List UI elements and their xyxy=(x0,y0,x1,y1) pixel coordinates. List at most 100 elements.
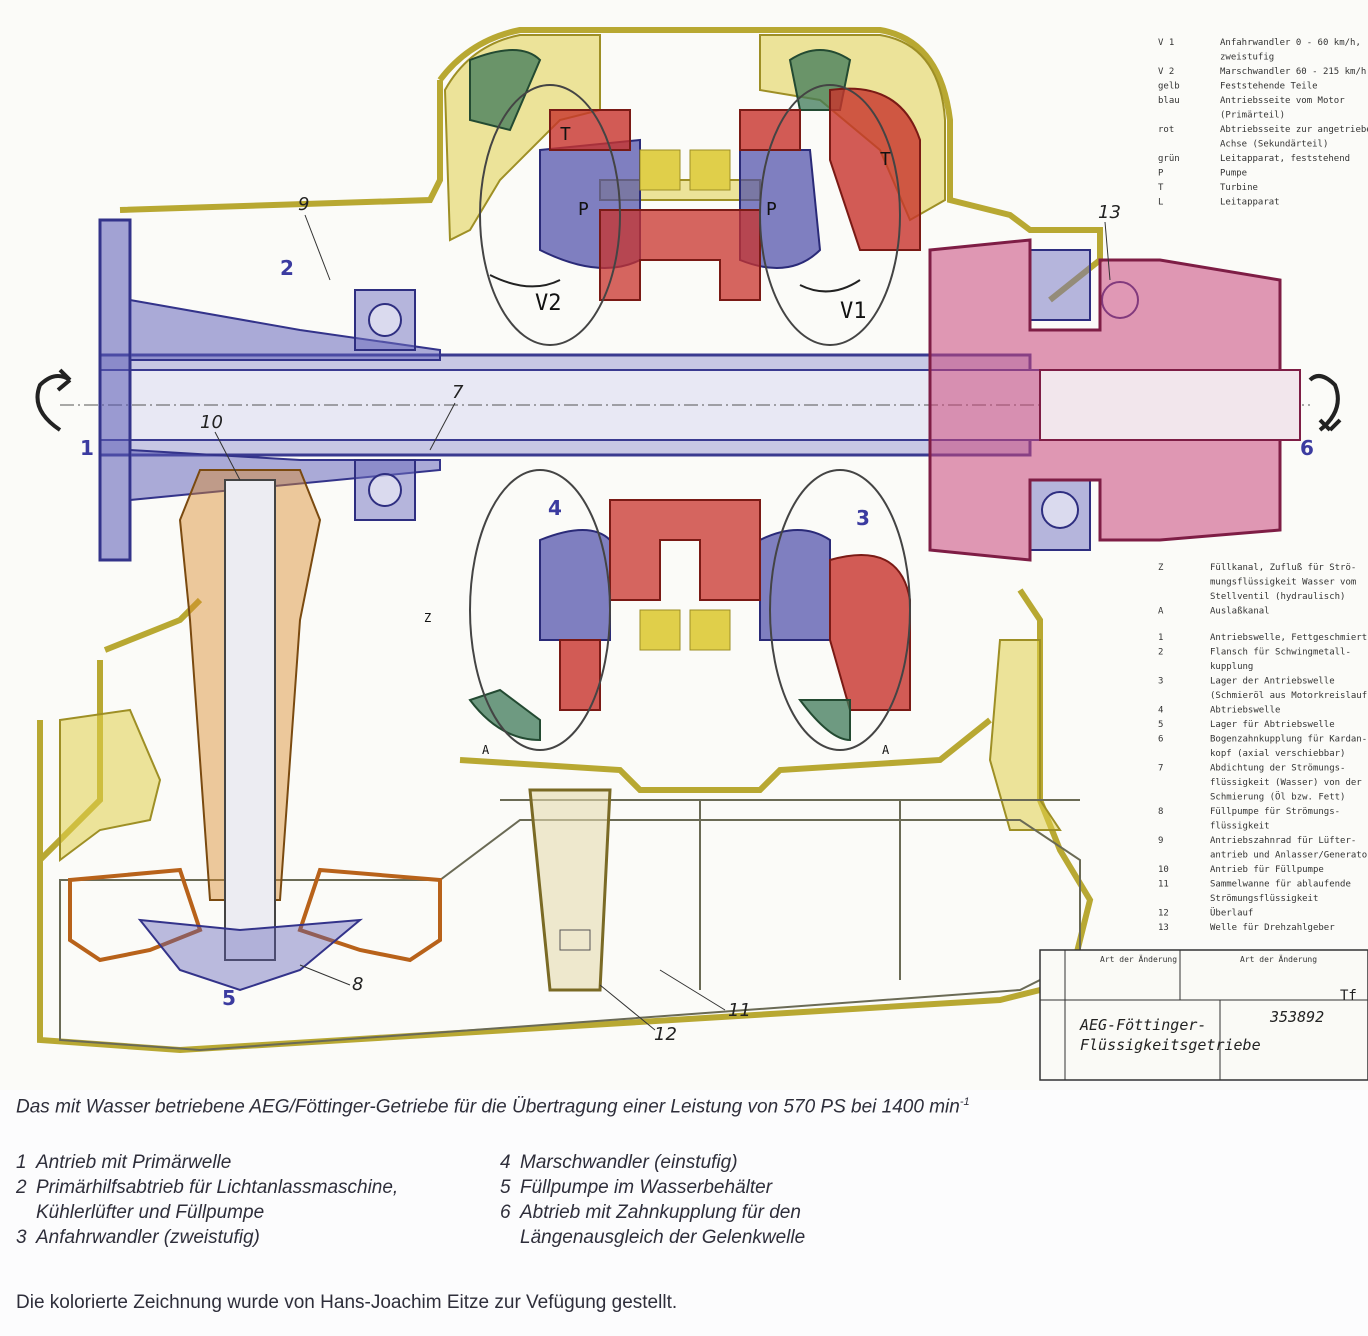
legend-key: 10 xyxy=(1158,865,1169,875)
legend-value: Antriebsseite vom Motor xyxy=(1220,96,1345,106)
legend-value: Füllpumpe für Strömungs- xyxy=(1210,807,1340,817)
legend-key: gelb xyxy=(1158,82,1180,92)
output-rotation-icon xyxy=(1308,374,1340,432)
title-name-1: AEG-Föttinger- xyxy=(1079,1016,1206,1034)
caption-item-4: 4 Marschwandler (einstufig) xyxy=(500,1150,900,1175)
legend-value: Abdichtung der Strömungs- xyxy=(1210,764,1345,774)
legend-value: Anfahrwandler 0 - 60 km/h, xyxy=(1220,38,1361,48)
legend-value: Auslaßkanal xyxy=(1210,607,1270,617)
cross-section-svg: 1 2 3 4 5 6 9 13 10 7 8 12 11 xyxy=(35,27,1368,1081)
caption-title-text: Das mit Wasser betriebene AEG/Föttinger-… xyxy=(16,1096,960,1118)
leader-lines xyxy=(214,214,1111,1031)
upper-converters xyxy=(469,49,921,346)
input-rotation-icon xyxy=(35,374,72,432)
caption-item-text: Marschwandler (einstufig) xyxy=(520,1152,738,1173)
callout-labels: 1 2 3 4 5 6 xyxy=(80,256,1314,1010)
legend-value: Schmierung (Öl bzw. Fett) xyxy=(1210,792,1345,803)
legend-value: Überlauf xyxy=(1210,908,1253,919)
caption-item-num: 4 xyxy=(500,1152,511,1173)
caption-item-num: 6 xyxy=(500,1202,511,1223)
label-v2: V2 xyxy=(535,291,562,316)
lower-converters xyxy=(468,469,911,751)
legend-value: Turbine xyxy=(1220,183,1258,193)
legend-value: Welle für Drehzahlgeber xyxy=(1210,923,1335,933)
legend-value: mungsflüssigkeit Wasser vom xyxy=(1210,578,1356,588)
legend-value: Achse (Sekundärteil) xyxy=(1220,140,1328,150)
label-v1: V1 xyxy=(840,299,867,324)
legend-value: Feststehende Teile xyxy=(1220,82,1318,92)
callout-5: 5 xyxy=(222,986,236,1010)
legend-value: kupplung xyxy=(1210,662,1253,672)
primary-shaft xyxy=(60,218,1310,562)
caption-item-text: Anfahrwandler (zweistufig) xyxy=(36,1227,260,1248)
callout-4: 4 xyxy=(548,496,562,520)
legend-key: 1 xyxy=(1158,633,1163,643)
part-12: 12 xyxy=(654,1024,677,1045)
drawing-code: Tf xyxy=(1340,988,1357,1004)
gearbox-drawing: 1 2 3 4 5 6 9 13 10 7 8 12 11 xyxy=(35,27,1368,1081)
legend-key: grün xyxy=(1158,154,1180,164)
legend-key: 11 xyxy=(1158,880,1169,890)
label-a-left: A xyxy=(482,743,490,757)
legend-value: Lager der Antriebswelle xyxy=(1210,677,1335,687)
legend-key: 2 xyxy=(1158,648,1163,658)
callout-3: 3 xyxy=(856,506,870,530)
caption-item-text: Abtrieb mit Zahnkupplung für den Längena… xyxy=(520,1202,806,1248)
legend-value: Leitapparat, feststehend xyxy=(1220,154,1350,164)
caption-title-exponent: -1 xyxy=(959,1096,970,1108)
label-z: Z xyxy=(424,611,431,625)
legend-value: kopf (axial verschiebbar) xyxy=(1210,749,1345,759)
legend-value: Leitapparat xyxy=(1220,198,1280,208)
legend-key: rot xyxy=(1158,125,1174,135)
caption-title: Das mit Wasser betriebene AEG/Föttinger-… xyxy=(16,1096,970,1118)
legend-parts: 1 Antriebswelle, Fettgeschmiert 2 Flansch f… xyxy=(1158,633,1368,933)
caption-item-num: 5 xyxy=(500,1177,511,1198)
legend-value: flüssigkeit xyxy=(1210,822,1270,832)
rev-header: Art der Änderung xyxy=(1240,954,1317,964)
legend-key: 3 xyxy=(1158,677,1163,687)
part-7: 7 xyxy=(452,382,464,403)
legend-key: Z xyxy=(1158,563,1164,573)
legend-value: (Primärteil) xyxy=(1220,111,1285,121)
rev-header-2: Art der Änderung xyxy=(1100,954,1177,964)
legend-value: Pumpe xyxy=(1220,169,1247,179)
legend-value: Antriebszahnrad für Lüfter- xyxy=(1210,836,1356,846)
part-13: 13 xyxy=(1098,202,1121,223)
caption-list-right: 4 Marschwandler (einstufig) 5 Füllpumpe im… xyxy=(500,1150,900,1250)
title-name-2: Flüssigkeitsgetriebe xyxy=(1080,1036,1261,1054)
legend-value: flüssigkeit (Wasser) von der xyxy=(1210,778,1362,788)
legend-value: Stellventil (hydraulisch) xyxy=(1210,592,1345,602)
callout-2: 2 xyxy=(280,256,294,280)
legend-key: 5 xyxy=(1158,720,1163,730)
legend-value: (Schmieröl aus Motorkreislauf) xyxy=(1210,691,1368,701)
caption-item-6: 6 Abtrieb mit Zahnkupplung für den Längen… xyxy=(500,1200,900,1250)
legend-value: Abtriebswelle xyxy=(1210,706,1280,716)
callout-1: 1 xyxy=(80,436,94,460)
caption-item-text: Füllpumpe im Wasserbehälter xyxy=(520,1177,773,1198)
part-11: 11 xyxy=(728,1000,751,1021)
title-block: Art der Änderung Art der Änderung AEG-Fö… xyxy=(1039,949,1368,1081)
legend-key: V 2 xyxy=(1158,67,1174,77)
legend-key: 4 xyxy=(1158,706,1163,716)
drawing-number: 353892 xyxy=(1269,1008,1324,1026)
label-t-right: T xyxy=(880,149,891,170)
legend-key: blau xyxy=(1158,96,1180,106)
legend-value: Antriebswelle, Fettgeschmiert xyxy=(1210,633,1367,643)
legend-key: T xyxy=(1158,183,1164,193)
part-numbers: 9 13 10 7 8 12 11 xyxy=(200,194,1121,1045)
callout-6: 6 xyxy=(1300,436,1314,460)
legend-key: V 1 xyxy=(1158,38,1174,48)
part-9: 9 xyxy=(298,194,309,215)
legend-key: 13 xyxy=(1158,923,1169,933)
legend-value: antrieb und Anlasser/Generator xyxy=(1210,851,1368,861)
overflow-pipe xyxy=(528,788,612,992)
legend-value: Bogenzahnkupplung für Kardan- xyxy=(1210,735,1367,745)
legend-value: Sammelwanne für ablaufende xyxy=(1210,880,1351,890)
legend-value: Flansch für Schwingmetall- xyxy=(1210,648,1351,658)
